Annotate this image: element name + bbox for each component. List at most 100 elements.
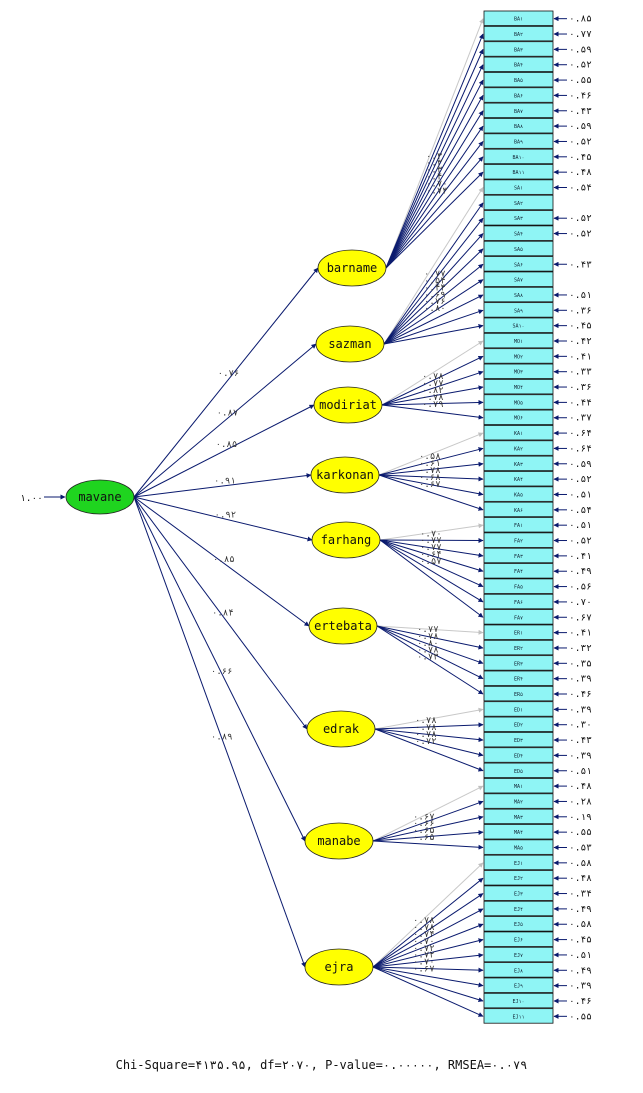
path-arrows [44,16,567,1019]
error-variance: ۰.۷۷ [569,29,592,40]
indicator-label: ER۳ [514,661,523,667]
loading-coefficient: ۰.۶۵ [413,826,435,836]
indicator-label: BA۷ [514,109,523,115]
loading-coefficient: ۰.۷۳ [426,186,448,196]
loading-coefficient: ۰.۷۰ [413,937,435,947]
loading-arrow [378,461,484,476]
loading-arrow [379,539,484,618]
structural-path [133,496,310,627]
indicator-label: ER۴ [514,677,523,683]
loading-coefficient: ۰.۷۸ [413,916,435,926]
loading-coefficient: ۰.۳ [426,152,442,162]
loading-arrow [378,474,484,482]
indicator-box [483,455,554,472]
loading-coefficient: ۰.۷۲ [413,951,435,961]
latent-ellipse [304,948,374,986]
loading-arrow [372,877,484,968]
loading-coefficient: ۰.۷۷ [420,536,442,546]
indicator-box [483,563,554,579]
indicator-box [483,56,554,72]
indicator-label: KA۳ [514,462,523,468]
indicator-box [483,593,554,610]
error-variance: ۰.۳۶ [569,305,592,316]
indicator-box [483,194,554,211]
indicator-label: EJ۵ [514,922,523,928]
indicator-label: SA۵ [514,247,523,253]
error-variance: ۰.۵۱ [569,290,592,301]
indicator-box [483,501,554,518]
indicator-box [483,148,554,165]
indicator-label: EJ۱۱ [512,1014,524,1020]
loading-arrow [385,79,484,269]
indicator-label: FA۱ [514,523,523,529]
loading-coefficient: ۰.۷۷ [417,625,439,635]
path-coefficient: ۰.۷۶ [218,369,240,379]
loading-arrow [378,474,484,497]
indicator-label: BA۳ [514,47,523,53]
latent-ellipse [317,249,387,287]
indicator-box [483,639,554,656]
indicator-label: EJ۳ [514,892,523,898]
error-variance: ۰.۵۱ [569,766,592,777]
indicator-box [483,240,554,257]
indicator-label: EJ۹ [514,984,523,990]
loading-arrow [381,400,484,406]
indicator-box [483,332,554,349]
error-variance: ۰.۴۲ [569,336,592,347]
loading-coefficient: ۰.۶۸ [419,473,441,483]
error-variance: ۰.۵۵ [569,827,592,838]
loading-coefficient: ۰.۶۴ [420,550,442,560]
loading-arrow [379,537,484,543]
loading-arrow [376,625,484,695]
error-variance: ۰.۵۲ [569,213,592,224]
error-variance: ۰.۴۴ [569,397,592,408]
indicator-box [483,655,554,671]
indicator-label: KA۴ [514,477,523,483]
loading-coefficient: ۰.۶۶ [413,819,435,829]
loading-arrow [372,923,484,968]
loading-arrow [385,171,484,269]
root-variance: ۱.۰۰ [20,493,43,504]
error-variance: ۰.۴۹ [569,904,592,915]
path-coefficient: ۰.۸۹ [211,732,233,742]
indicator-box [483,440,554,456]
indicator-label: EJ۸ [514,968,523,974]
indicator-box [483,916,554,932]
loading-coefficient: ۰.۷۸ [419,466,441,476]
indicator-box [483,25,554,42]
loading-coefficient: ۰.۶۹ [424,290,446,300]
indicator-label: MO۵ [514,400,523,406]
indicator-box [483,900,554,917]
loading-coefficient: ۰.۷۸ [417,646,439,656]
indicator-box [483,977,554,993]
indicator-label: BA۵ [514,78,523,84]
loading-coefficient: ۰.۷۹ [422,400,444,410]
loading-coefficient: ۰.۷۲ [415,737,437,747]
error-variance: ۰.۴۳ [569,735,592,746]
path-coefficient: ۰.۶۶ [211,667,233,677]
error-variance: ۰.۶۴ [569,428,592,439]
root-ellipse [65,479,135,515]
loading-arrow [372,800,484,842]
indicator-label: EJ۲ [514,876,523,882]
loading-arrow [383,324,484,345]
loading-arrow [385,125,484,269]
indicator-label: KA۱ [514,431,523,437]
latent-ellipse [315,325,385,363]
loading-coefficient: ۰.۶۷ [419,480,441,490]
loading-arrow [383,248,484,345]
error-variance: ۰.۵۸ [569,858,592,869]
indicator-box [483,317,554,333]
structural-path [133,496,313,542]
loading-coefficient: ۰.۵۴ [424,276,446,286]
loading-coefficient: ۰.۴ [426,173,442,183]
error-variance: ۰.۴۶ [569,996,592,1007]
indicator-label: MA۲ [514,799,523,805]
structural-path [133,267,319,498]
indicator-box [483,471,554,487]
loading-coefficient: ۰.۷۳ [417,653,439,663]
loading-arrow [385,94,484,269]
loading-arrow [372,908,484,968]
root-label: mavane [78,490,121,504]
error-variance: ۰.۵۵ [569,1011,592,1022]
